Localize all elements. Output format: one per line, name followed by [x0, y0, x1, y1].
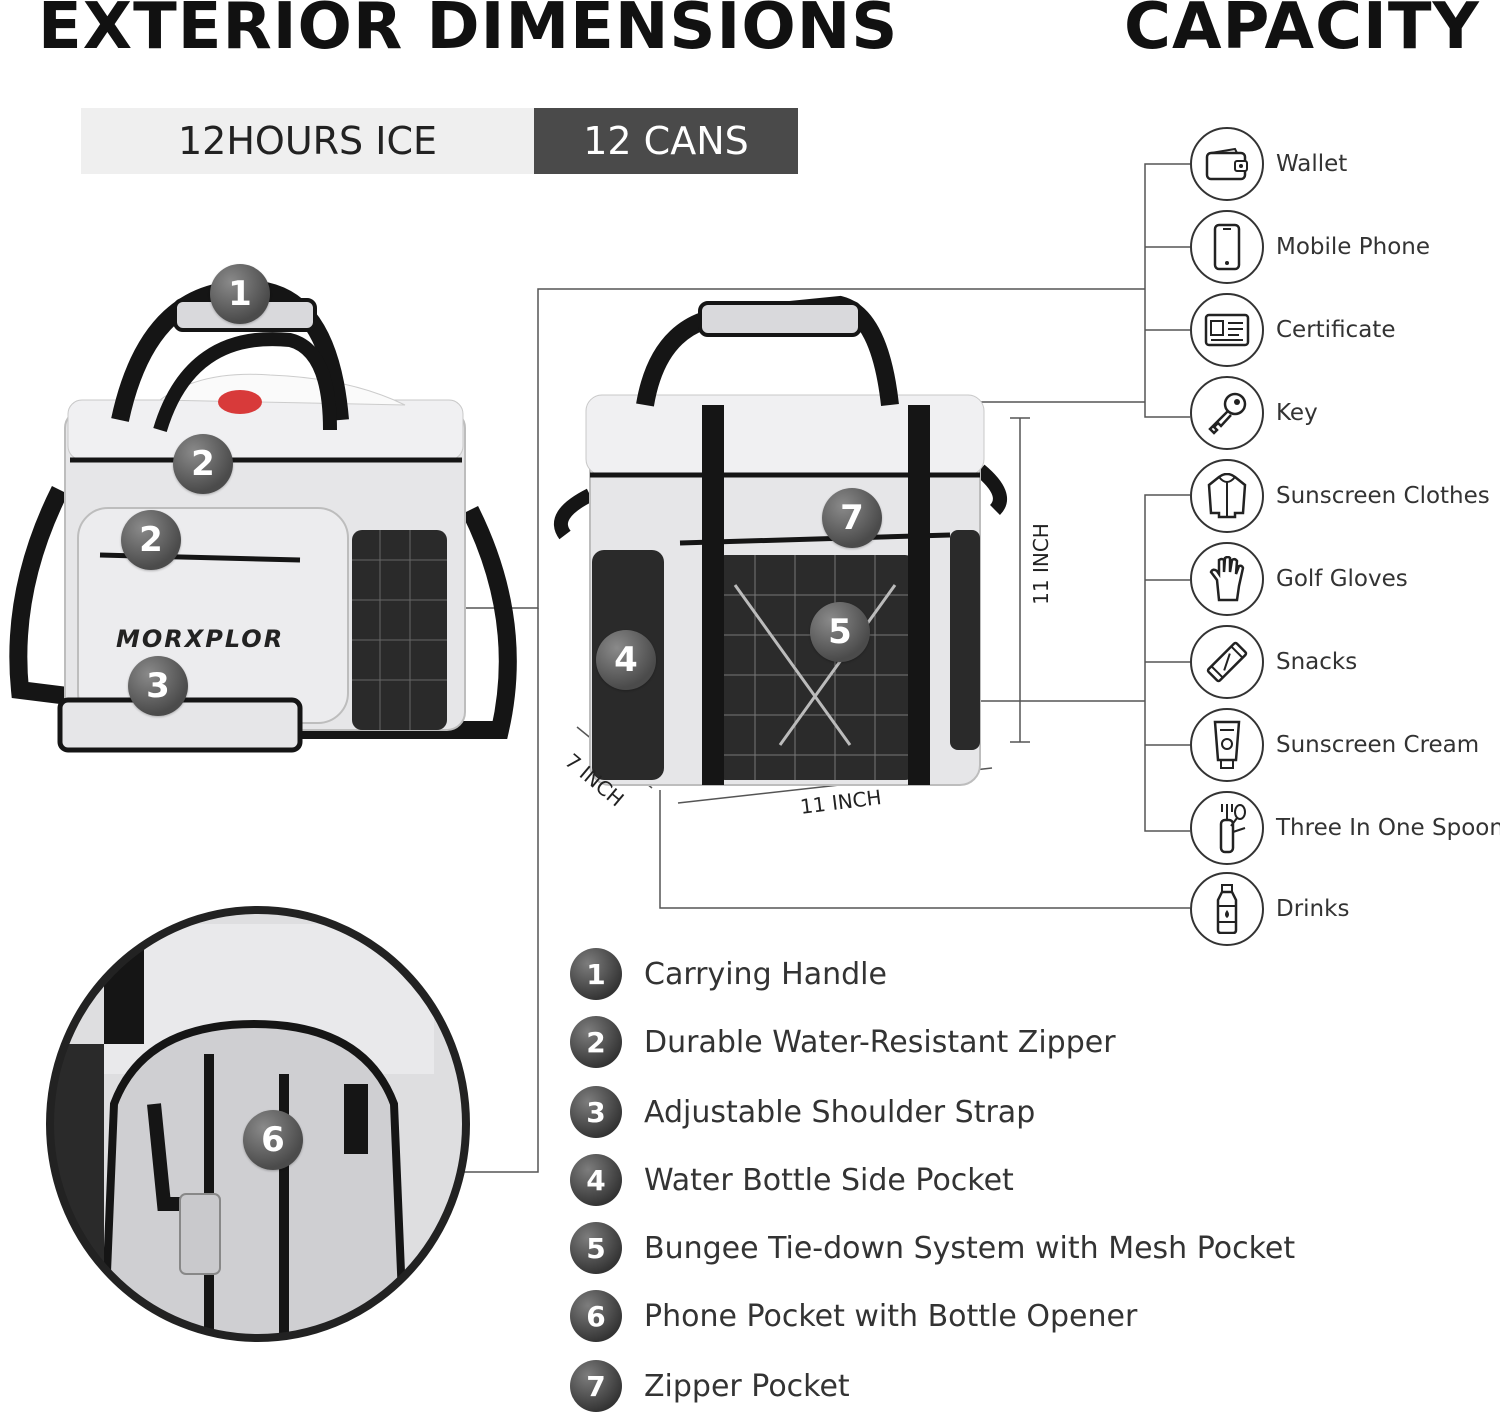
height-dimension: 11 INCH	[1028, 523, 1053, 605]
callout-5: 5	[810, 602, 870, 662]
callout-6: 6	[243, 1110, 303, 1170]
feature-label: Water Bottle Side Pocket	[644, 1162, 1014, 1198]
feature-label: Phone Pocket with Bottle Opener	[644, 1298, 1138, 1334]
capacity-label: Sunscreen Cream	[1276, 732, 1480, 758]
capacity-label: Golf Gloves	[1276, 566, 1408, 592]
wallet-icon	[1190, 127, 1264, 201]
feature-number: 1	[570, 948, 622, 1000]
feature-number: 6	[570, 1290, 622, 1342]
capacity-item-drinks: Drinks	[1190, 870, 1349, 948]
capacity-label: Mobile Phone	[1276, 234, 1431, 260]
ice-duration-badge: 12HOURS ICE	[81, 108, 534, 174]
capacity-label: Wallet	[1276, 151, 1348, 177]
feature-number: 3	[570, 1086, 622, 1138]
capacity-item-mobile-phone: Mobile Phone	[1190, 208, 1430, 286]
callout-2-pocket: 2	[121, 510, 181, 570]
interior-detail-image	[46, 906, 470, 1342]
feature-label: Adjustable Shoulder Strap	[644, 1094, 1036, 1130]
capacity-item-wallet: Wallet	[1190, 125, 1347, 203]
feature-label: Zipper Pocket	[644, 1368, 850, 1404]
feature-number: 5	[570, 1222, 622, 1274]
certificate-icon	[1190, 293, 1264, 367]
cooler-bag-side-image	[553, 295, 1007, 786]
multi-tool-icon	[1190, 791, 1264, 865]
callout-7: 7	[822, 488, 882, 548]
callout-2-top: 2	[173, 434, 233, 494]
capacity-item-sunscreen-clothes: Sunscreen Clothes	[1190, 457, 1490, 535]
capacity-label: Drinks	[1276, 896, 1350, 922]
key-icon	[1190, 376, 1264, 450]
mobile-phone-icon	[1190, 210, 1264, 284]
feature-label: Durable Water-Resistant Zipper	[644, 1024, 1116, 1060]
capacity-item-golf-gloves: Golf Gloves	[1190, 540, 1408, 618]
brand-logo: MORXPLOR	[116, 625, 285, 653]
feature-item-2: 2 Durable Water-Resistant Zipper	[570, 1014, 1116, 1070]
capacity-label: Certificate	[1276, 317, 1396, 343]
jacket-icon	[1190, 459, 1264, 533]
capacity-label: Snacks	[1276, 649, 1358, 675]
feature-number: 4	[570, 1154, 622, 1206]
can-capacity-badge: 12 CANS	[534, 108, 798, 174]
feature-item-1: 1 Carrying Handle	[570, 946, 887, 1002]
capacity-heading: CAPACITY	[1124, 0, 1480, 64]
capacity-item-sunscreen-cream: Sunscreen Cream	[1190, 706, 1479, 784]
callout-4: 4	[596, 630, 656, 690]
feature-item-3: 3 Adjustable Shoulder Strap	[570, 1084, 1035, 1140]
feature-item-5: 5 Bungee Tie-down System with Mesh Pocke…	[570, 1220, 1295, 1276]
capacity-item-three-in-one-spoon: Three In One Spoon	[1190, 789, 1500, 867]
feature-number: 2	[570, 1016, 622, 1068]
capacity-item-key: Key	[1190, 374, 1318, 452]
cooler-bag-front-image	[9, 280, 517, 753]
capacity-item-snacks: Snacks	[1190, 623, 1357, 701]
snack-bar-icon	[1190, 625, 1264, 699]
capacity-label: Sunscreen Clothes	[1276, 483, 1490, 509]
sunscreen-tube-icon	[1190, 708, 1264, 782]
feature-item-4: 4 Water Bottle Side Pocket	[570, 1152, 1014, 1208]
feature-number: 7	[570, 1360, 622, 1412]
bottle-icon	[1190, 872, 1264, 946]
capacity-item-certificate: Certificate	[1190, 291, 1395, 369]
callout-3: 3	[128, 656, 188, 716]
feature-label: Carrying Handle	[644, 956, 887, 992]
feature-label: Bungee Tie-down System with Mesh Pocket	[644, 1230, 1296, 1266]
glove-icon	[1190, 542, 1264, 616]
feature-item-6: 6 Phone Pocket with Bottle Opener	[570, 1288, 1137, 1344]
capacity-label: Key	[1276, 400, 1318, 426]
feature-item-7: 7 Zipper Pocket	[570, 1358, 850, 1414]
callout-1: 1	[210, 264, 270, 324]
capacity-label: Three In One Spoon	[1276, 815, 1500, 841]
exterior-dimensions-heading: EXTERIOR DIMENSIONS	[38, 0, 899, 64]
